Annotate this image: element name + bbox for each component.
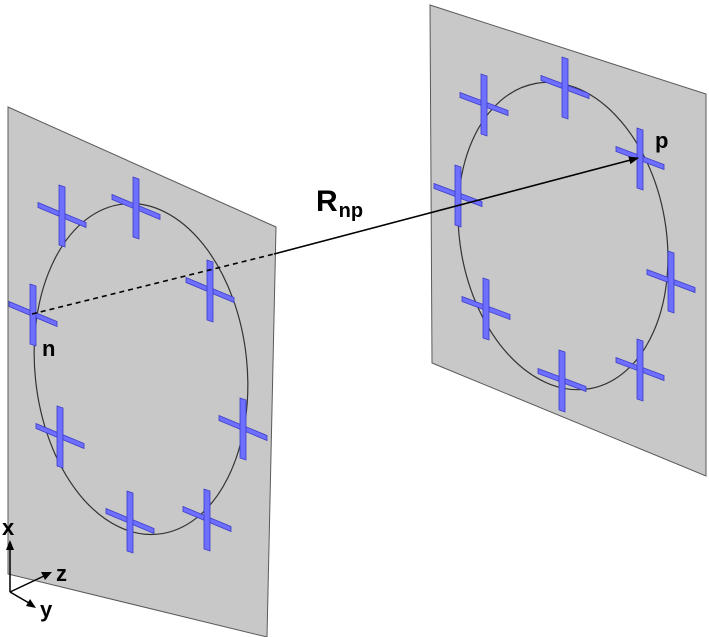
left-dipole-vertical-arm	[58, 184, 66, 248]
right-dipole-element-6	[537, 349, 587, 413]
left-panel-plane	[7, 106, 277, 637]
left-array-panel	[7, 106, 277, 637]
axis-z-label: z	[56, 561, 67, 586]
axis-x-label: x	[2, 515, 15, 540]
axis-z-arrow	[41, 572, 52, 580]
label-n: n	[42, 336, 55, 361]
left-dipole-element-1	[37, 184, 87, 248]
right-dipole-vertical-arm	[454, 164, 462, 228]
right-dipole-vertical-arm	[558, 349, 566, 413]
right-dipole-element-4	[646, 250, 696, 314]
right-dipole-element-7	[461, 277, 511, 341]
right-array-elements	[433, 56, 696, 413]
label-rnp: Rnp	[316, 185, 363, 222]
left-dipole-element-2	[111, 176, 161, 240]
left-dipole-element-5	[182, 488, 232, 552]
right-dipole-vertical-arm	[480, 73, 488, 137]
left-dipole-vertical-arm	[29, 283, 37, 347]
axis-y-arrow	[26, 599, 36, 608]
left-dipole-vertical-arm	[239, 397, 247, 461]
axis-z-line	[9, 575, 45, 593]
right-dipole-vertical-arm	[482, 277, 490, 341]
left-dipole-vertical-arm	[206, 259, 214, 323]
right-dipole-vertical-arm	[667, 250, 675, 314]
right-dipole-element-5	[615, 338, 665, 402]
left-dipole-vertical-arm	[132, 176, 140, 240]
right-dipole-element-8	[433, 164, 483, 228]
coordinate-axes: x z y	[2, 515, 67, 622]
left-dipole-element-4	[218, 397, 268, 461]
right-array-ring	[457, 81, 669, 391]
right-array-panel	[429, 4, 707, 477]
left-dipole-vertical-arm	[203, 488, 211, 552]
left-dipole-element-7	[35, 405, 85, 469]
right-dipole-vertical-arm	[561, 56, 569, 120]
left-dipole-element-6	[105, 490, 155, 554]
right-dipole-vertical-arm	[636, 338, 644, 402]
axis-x-arrow	[6, 540, 14, 550]
label-rnp-sub: np	[339, 200, 363, 222]
left-dipole-vertical-arm	[126, 490, 134, 554]
label-rnp-main: R	[316, 185, 338, 218]
axis-y-label: y	[40, 597, 53, 622]
left-dipole-element-3	[185, 259, 235, 323]
left-array-elements	[8, 176, 268, 554]
label-p: p	[655, 128, 668, 153]
vector-hidden-segment	[31, 253, 275, 315]
right-dipole-element-2	[540, 56, 590, 120]
right-dipole-element-3	[615, 127, 665, 191]
right-dipole-vertical-arm	[636, 127, 644, 191]
right-dipole-element-1	[459, 73, 509, 137]
vector-visible-segment	[273, 156, 639, 255]
left-dipole-vertical-arm	[56, 405, 64, 469]
axis-y-line	[9, 591, 30, 604]
